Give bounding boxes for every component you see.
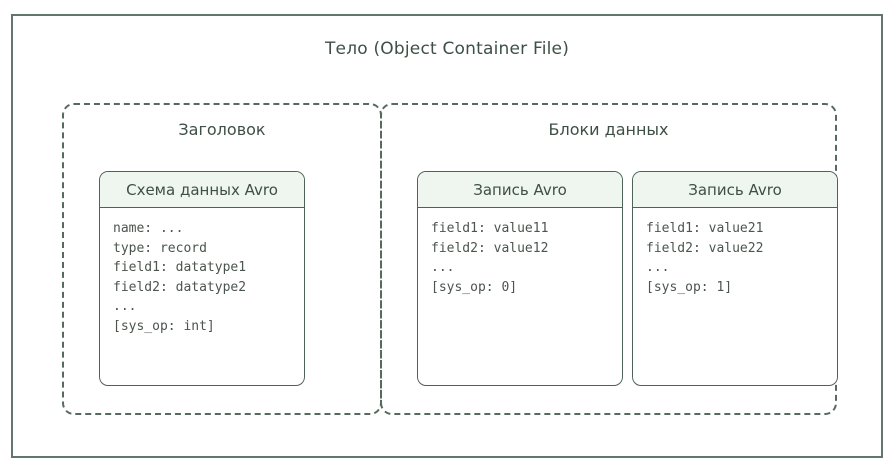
code-line: name: ... [113,221,184,236]
card-avro-record-2-body: field1: value21 field2: value22 ... [sys… [633,208,837,297]
card-avro-record-2: Запись Avro field1: value21 field2: valu… [632,171,838,386]
card-avro-record-1-body: field1: value11 field2: value12 ... [sys… [418,208,622,297]
code-line: field1: value11 [431,221,549,236]
code-line: [sys_op: int] [113,318,215,334]
card-avro-schema-body: name: ... type: record field1: datatype1… [100,208,304,336]
code-line: ... [646,260,670,275]
code-line: [sys_op: 0] [431,279,518,295]
code-line: type: record [113,240,207,256]
card-avro-schema-header: Схема данных Avro [100,172,304,208]
group-header: Заголовок Схема данных Avro name: ... ty… [62,103,382,415]
code-line: [sys_op: 1] [646,279,733,295]
page-title: Тело (Object Container File) [324,39,570,59]
group-data-blocks: Блоки данных Запись Avro field1: value11… [380,103,838,415]
card-avro-record-1-header: Запись Avro [418,172,622,208]
code-line: field2: datatype2 [113,279,247,295]
card-avro-record-2-header: Запись Avro [633,172,837,208]
card-avro-record-1-title: Запись Avro [473,180,567,199]
code-line: ... [431,260,455,275]
object-container-file-frame: Тело (Object Container File) Заголовок С… [11,14,883,458]
group-data-blocks-label: Блоки данных [548,120,669,139]
card-avro-record-2-title: Запись Avro [688,180,782,199]
code-line: field2: value22 [646,240,764,256]
card-avro-schema-title: Схема данных Avro [126,180,278,199]
code-line: field1: value21 [646,221,764,236]
code-line: ... [113,299,137,314]
group-header-label: Заголовок [178,120,266,139]
card-avro-schema: Схема данных Avro name: ... type: record… [99,171,305,386]
code-line: field1: datatype1 [113,260,247,275]
card-avro-record-1: Запись Avro field1: value11 field2: valu… [417,171,623,386]
code-line: field2: value12 [431,240,549,256]
